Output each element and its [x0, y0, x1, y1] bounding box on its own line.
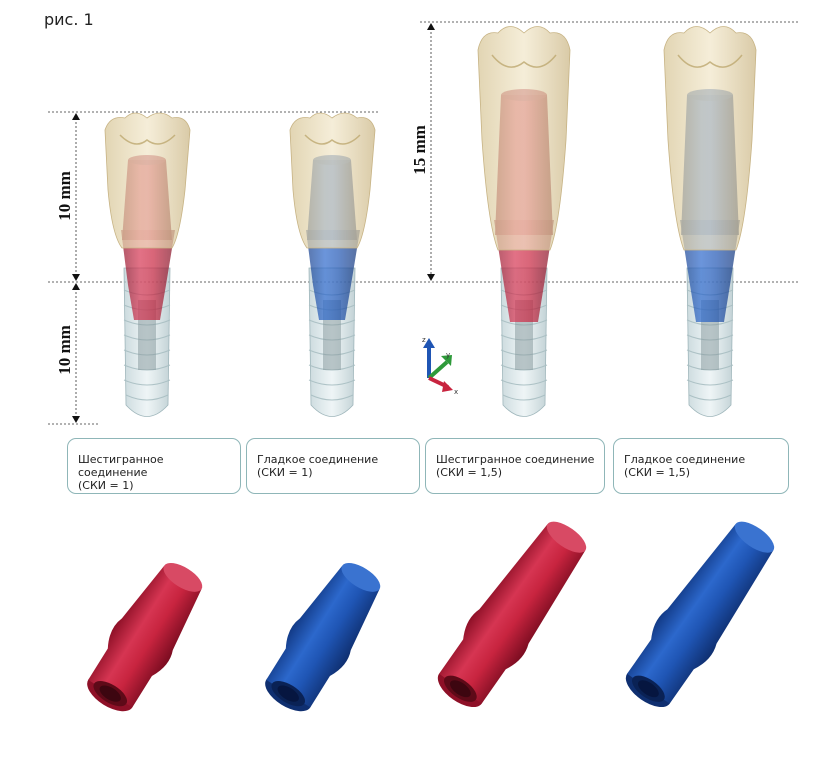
dim-label-implant-10: 10 mm	[54, 325, 74, 375]
model-hex-10	[104, 112, 191, 417]
dim-label-crown-10: 10 mm	[54, 171, 74, 221]
abutment-red-15	[437, 521, 587, 708]
axis-x-label: x	[454, 388, 458, 396]
caption-ratio: (СКИ = 1,5)	[624, 466, 691, 479]
model-smooth-10	[289, 112, 376, 417]
caption-hex-15: Шестигранное соединение (СКИ = 1,5)	[425, 438, 605, 494]
dim-label-crown-15: 15 mm	[409, 125, 429, 175]
abutment-red-1	[87, 563, 203, 712]
abutment-blue-15	[625, 521, 775, 708]
model-smooth-15	[663, 26, 757, 417]
dimension-arrows	[72, 23, 435, 423]
caption-title: Шестигранное соединение	[78, 453, 164, 479]
model-hex-15	[477, 26, 571, 417]
caption-title: Шестигранное соединение	[436, 453, 595, 466]
caption-title: Гладкое соединение	[257, 453, 379, 466]
caption-ratio: (СКИ = 1)	[78, 479, 134, 492]
axis-triad: z y x	[422, 336, 458, 396]
caption-smooth-15: Гладкое соединение (СКИ = 1,5)	[613, 438, 789, 494]
abutment-blue-1	[265, 563, 381, 712]
axis-z-label: z	[422, 336, 426, 344]
figure-label: рис. 1	[44, 10, 94, 29]
caption-ratio: (СКИ = 1,5)	[436, 466, 503, 479]
caption-hex-1: Шестигранное соединение (СКИ = 1)	[67, 438, 241, 494]
caption-ratio: (СКИ = 1)	[257, 466, 313, 479]
axis-y-label: y	[446, 351, 450, 359]
caption-smooth-1: Гладкое соединение (СКИ = 1)	[246, 438, 420, 494]
dimension-lines	[48, 21, 800, 425]
caption-title: Гладкое соединение	[624, 453, 746, 466]
